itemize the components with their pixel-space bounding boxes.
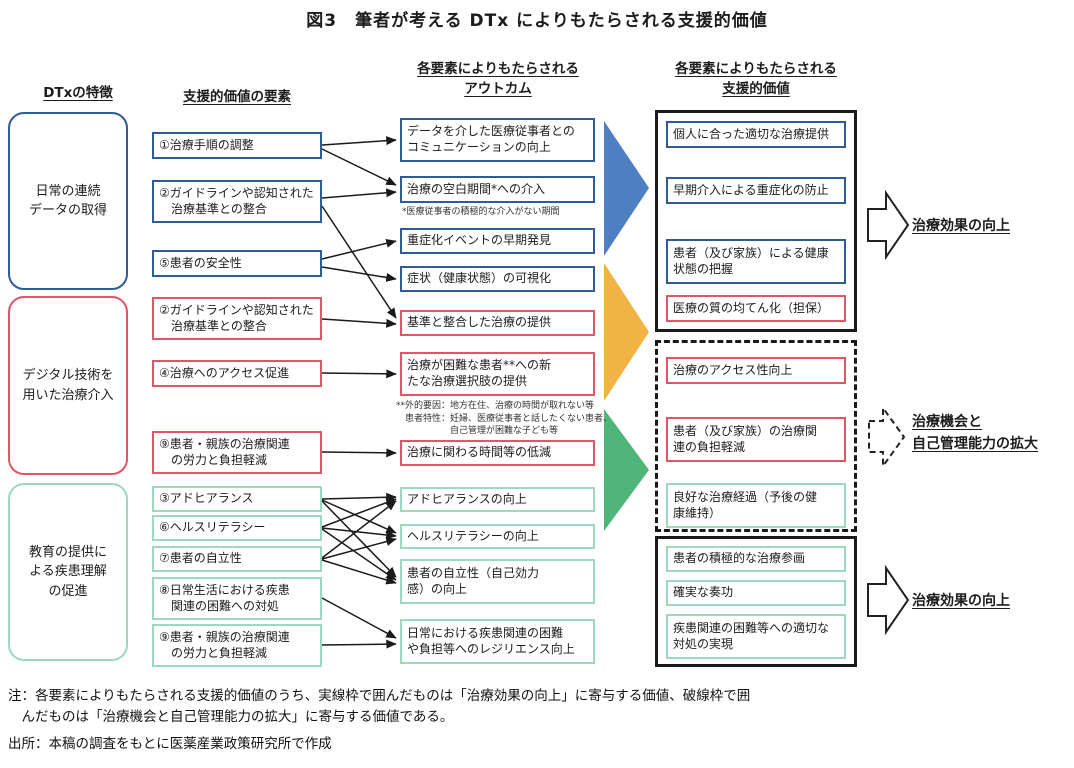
result-label-treatment-effect-top: 治療効果の向上	[912, 218, 1010, 234]
element-box-7: ⑦患者の自立性	[152, 546, 322, 572]
big-arrow-blue	[604, 121, 649, 256]
element-box-5: ⑤患者の安全性	[152, 250, 322, 277]
outcome-early-detection: 重症化イベントの早期発見	[400, 228, 595, 254]
value-health-grasp: 患者（及び家族）による健康 状態の把握	[666, 239, 846, 284]
col-header-value-elements: 支援的価値の要素	[183, 89, 291, 105]
value-active-participation: 患者の積極的な治療参画	[666, 546, 846, 572]
element-box-1: ①治療手順の調整	[152, 132, 322, 159]
result-label-treatment-effect-bottom: 治療効果の向上	[912, 593, 1010, 609]
value-access-improvement: 治療のアクセス性向上	[666, 357, 846, 384]
big-arrow-orange	[604, 263, 649, 401]
outcome-health-literacy: ヘルスリテラシーの向上	[400, 524, 595, 549]
element-box-3: ③アドヒアランス	[152, 486, 322, 512]
footnote-external-factor: **外的要因：地方在住、治療の時間が取れない等 患者特性：妊婦、医療従事者と話し…	[396, 401, 613, 437]
value-prevent-severity: 早期介入による重症化の防止	[666, 177, 846, 204]
value-appropriate-coping: 疾患関連の困難等への適切な 対処の実現	[666, 614, 846, 659]
value-group-2-dashed-frame	[655, 340, 857, 532]
value-burden-reduction: 患者（及び家族）の治療関 連の負担軽減	[666, 417, 846, 462]
element-box-9-red: ⑨患者・親族の治療関連 の労力と負担軽減	[152, 431, 322, 474]
element-box-6: ⑥ヘルスリテラシー	[152, 515, 322, 541]
element-box-2: ②ガイドラインや認知された 治療基準との整合	[152, 180, 322, 223]
block-arrow-bottom-solid	[867, 564, 910, 636]
feature-digital-intervention: デジタル技術を 用いた治療介入	[8, 296, 128, 475]
outcome-standard-treatment: 基準と整合した治療の提供	[400, 310, 595, 336]
col-header-dtx-features: DTxの特徴	[43, 85, 113, 101]
col-header-supportive-values: 各要素によりもたらされる 支援的価値	[675, 61, 837, 97]
value-reliable-efficacy: 確実な奏功	[666, 580, 846, 606]
outcome-time-reduction: 治療に関わる時間等の低減	[400, 440, 595, 466]
note-legend: 注：各要素によりもたらされる支援的価値のうち、実線枠で囲んだものは「治療効果の向…	[8, 688, 751, 725]
result-label-opportunity-selfmanagement: 治療機会と 自己管理能力の拡大	[912, 414, 1038, 452]
outcome-adherence: アドヒアランスの向上	[400, 487, 595, 512]
outcome-communication: データを介した医療従事者との コミュニケーションの向上	[400, 118, 595, 162]
outcome-autonomy: 患者の自立性（自己効力 感）の向上	[400, 559, 595, 604]
value-quality-equalization: 医療の質の均てん化（担保）	[666, 295, 846, 322]
feature-education: 教育の提供に よる疾患理解 の促進	[8, 483, 128, 661]
note-source: 出所：本稿の調査をもとに医薬産業政策研究所で作成	[8, 736, 332, 752]
element-box-2-red: ②ガイドラインや認知された 治療基準との整合	[152, 297, 322, 340]
element-box-9-green: ⑨患者・親族の治療関連 の労力と負担軽減	[152, 624, 322, 667]
value-group-3-solid-frame	[655, 536, 857, 667]
value-personalized-treatment: 個人に合った適切な治療提供	[666, 121, 846, 148]
footnote-blank-period: *医療従事者の積極的な介入がない期間	[402, 207, 560, 217]
figure-title: 図3 筆者が考える DTx によりもたらされる支援的価値	[306, 11, 768, 31]
outcome-resilience: 日常における疾患関連の困難 や負担等へのレジリエンス向上	[400, 619, 595, 664]
block-arrow-mid-dashed	[868, 404, 906, 470]
value-good-progress: 良好な治療経過（予後の健 康維持）	[666, 483, 846, 528]
element-box-4: ④治療へのアクセス促進	[152, 360, 322, 387]
outcome-new-options: 治療が困難な患者**への新 たな治療選択肢の提供	[400, 352, 595, 396]
element-outcome-arrows	[321, 136, 397, 649]
block-arrow-top-solid	[867, 189, 910, 261]
col-header-outcomes: 各要素によりもたらされる アウトカム	[417, 61, 579, 97]
outcome-visualization: 症状（健康状態）の可視化	[400, 266, 595, 292]
element-box-8: ⑧日常生活における疾患 関連の困難への対処	[152, 577, 322, 620]
outcome-blank-period: 治療の空白期間*への介入	[400, 176, 595, 203]
value-group-1-solid-frame	[655, 110, 857, 332]
feature-continuous-data: 日常の連続 データの取得	[8, 112, 128, 290]
